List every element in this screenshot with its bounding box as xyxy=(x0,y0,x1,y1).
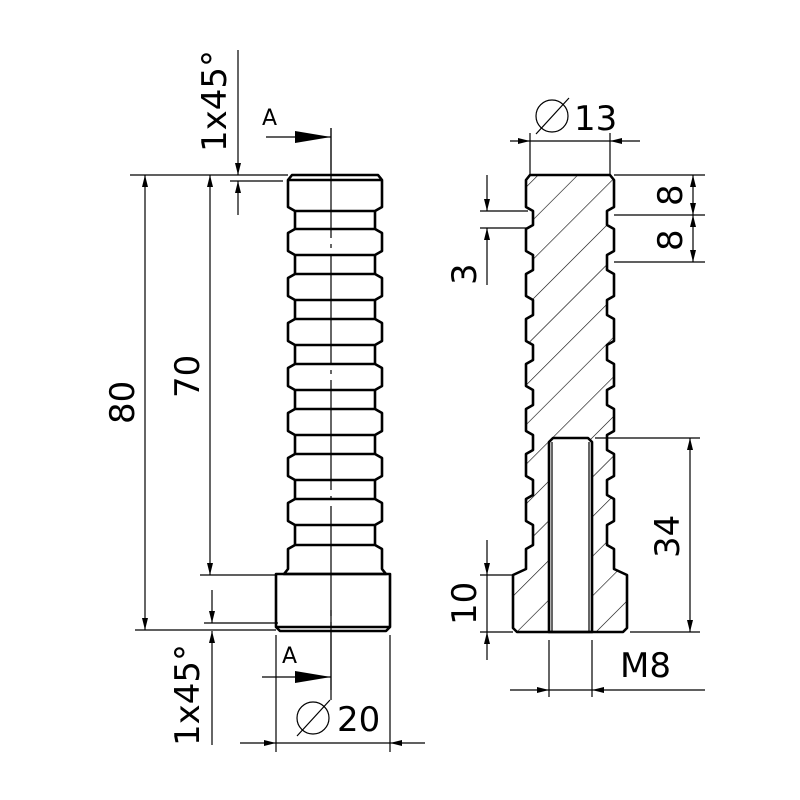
threaded-bore xyxy=(547,436,594,634)
section-mark-bottom: A xyxy=(262,610,332,690)
rib xyxy=(286,317,384,347)
chamfer-top-label: 1x45° xyxy=(195,50,235,152)
rib xyxy=(286,452,384,482)
rib xyxy=(286,407,384,437)
pitch-1-label: 8 xyxy=(651,184,691,206)
thread-depth-label: 34 xyxy=(648,515,688,558)
diameter-13-label: 13 xyxy=(574,99,617,139)
overall-length-label: 80 xyxy=(103,381,143,424)
section-label-top: A xyxy=(262,106,277,131)
thread-label: M8 xyxy=(620,646,671,686)
chamfer-bottom-label: 1x45° xyxy=(168,644,208,746)
diameter-20-label: 20 xyxy=(337,700,380,740)
neck xyxy=(282,543,388,576)
dimension-diameter-13: 13 xyxy=(510,97,640,175)
diameter-icon xyxy=(535,99,569,133)
dimension-thread-depth: 34 xyxy=(595,437,700,633)
section-mark-top: A xyxy=(262,106,332,170)
dimension-diameter-20: 20 xyxy=(240,635,425,752)
dimension-overall-length: 80 xyxy=(103,175,276,631)
rib xyxy=(286,272,384,302)
section-view xyxy=(511,173,629,634)
dimension-chamfer-bottom: 1x45° xyxy=(168,590,278,746)
section-label-bottom: A xyxy=(282,644,297,669)
base xyxy=(274,572,392,633)
diameter-icon xyxy=(296,701,330,735)
ribbed-length-label: 70 xyxy=(168,355,208,398)
dimension-pitch: 8 8 xyxy=(614,174,705,263)
base-height-label: 10 xyxy=(445,582,485,625)
rib xyxy=(286,227,384,257)
dimension-base-height: 10 xyxy=(445,540,513,660)
dimension-thread: M8 xyxy=(510,640,705,697)
dimension-ribbed-length: 70 xyxy=(168,175,276,576)
section-outline xyxy=(511,173,629,634)
groove-depth-label: 3 xyxy=(445,263,485,285)
dimension-groove-depth: 3 xyxy=(445,175,528,285)
dimension-chamfer-top: 1x45° xyxy=(130,50,288,215)
rib xyxy=(286,362,384,392)
rib xyxy=(286,497,384,527)
section-hatching xyxy=(513,175,627,632)
pitch-2-label: 8 xyxy=(651,229,691,251)
front-view xyxy=(274,173,392,633)
